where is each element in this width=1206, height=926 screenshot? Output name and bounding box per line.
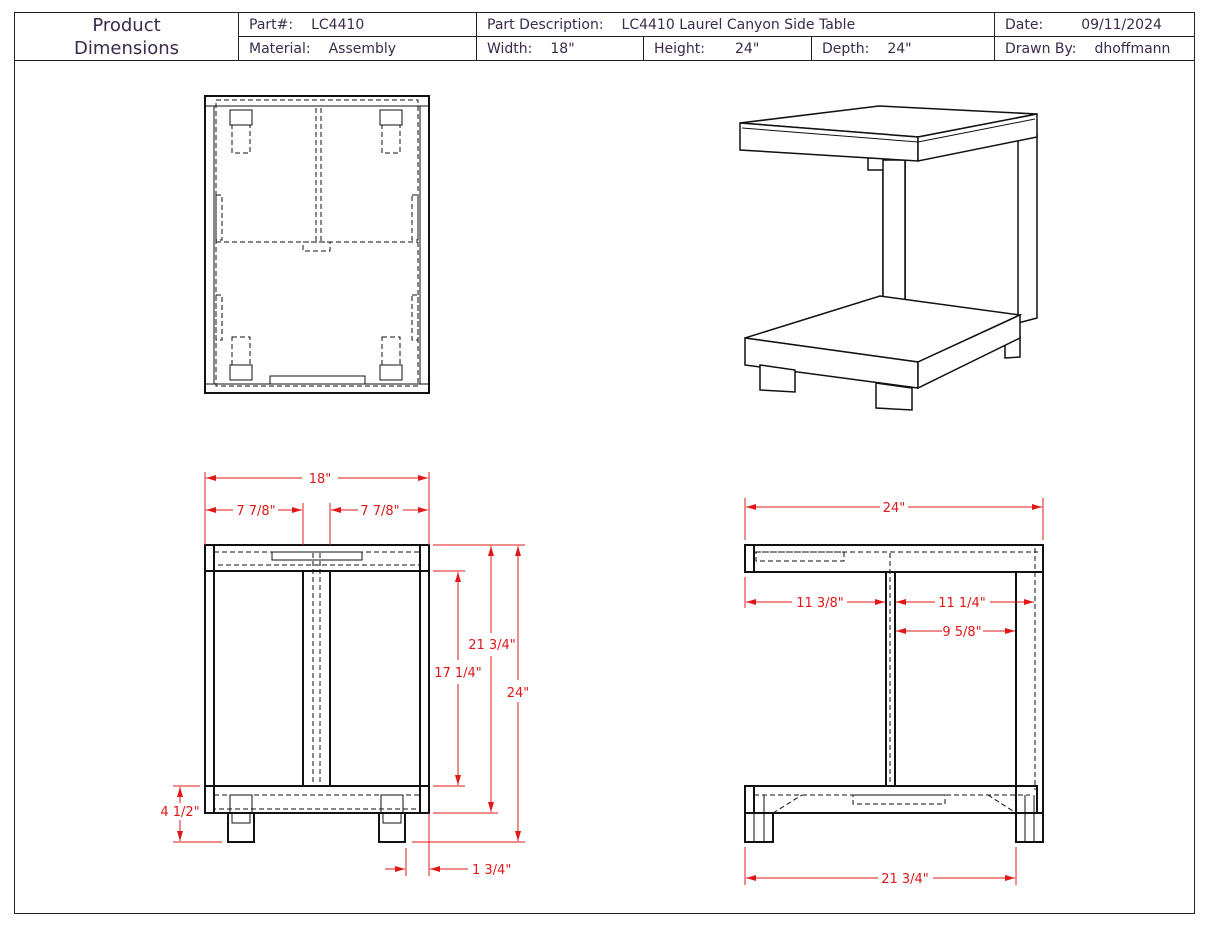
dim-right-opening: 7 7/8" (360, 504, 399, 519)
part-label: Part#: (249, 16, 294, 33)
dim-overall-depth: 24" (883, 501, 906, 516)
dim-base-height: 4 1/2" (160, 805, 199, 820)
dim-post-to-panel: 9 5/8" (942, 625, 981, 640)
dim-left-opening: 7 7/8" (236, 504, 275, 519)
depth-value: 24" (887, 40, 912, 57)
material-cell: Material: Assembly (238, 36, 477, 61)
part-value: LC4410 (311, 16, 365, 33)
side-view (744, 544, 1044, 843)
dim-overall-width: 18" (309, 472, 332, 487)
front-view (204, 544, 430, 843)
width-value: 18" (550, 40, 575, 57)
drawn-by-label: Drawn By: (1005, 40, 1077, 57)
description-label: Part Description: (487, 16, 604, 33)
dim-leg-span: 21 3/4" (881, 872, 929, 887)
date-value: 09/11/2024 (1081, 16, 1162, 33)
front-view-dimensions: 18" 7 7/8" 7 7/8" 17 1/4" 21 3/4" 24" 4 … (160, 472, 529, 878)
material-value: Assembly (328, 40, 397, 57)
depth-cell: Depth: 24" (811, 36, 995, 61)
dim-shelf-height: 21 3/4" (468, 638, 516, 653)
depth-label: Depth: (822, 40, 870, 57)
title-line1: Product (92, 14, 161, 36)
drawn-by-cell: Drawn By: dhoffmann (994, 36, 1195, 61)
dim-leg-inset: 1 3/4" (472, 863, 511, 878)
side-view-dimensions: 24" 11 3/8" 11 1/4" 9 5/8" 21 3/4" (744, 498, 1044, 887)
width-label: Width: (487, 40, 533, 57)
dim-overall-height: 24" (507, 686, 530, 701)
material-label: Material: (249, 40, 311, 57)
dim-front-to-post: 11 3/8" (796, 596, 844, 611)
width-cell: Width: 18" (476, 36, 644, 61)
isometric-view (739, 105, 1038, 411)
description-value: LC4410 Laurel Canyon Side Table (621, 16, 856, 33)
dim-inner-height: 17 1/4" (434, 666, 482, 681)
height-value: 24" (735, 40, 760, 57)
drawn-by-value: dhoffmann (1094, 40, 1171, 57)
dim-post-to-back: 11 1/4" (938, 596, 986, 611)
title-line2: Dimensions (73, 37, 180, 59)
height-cell: Height: 24" (643, 36, 812, 61)
date-label: Date: (1005, 16, 1044, 33)
title-cell: Product Dimensions (14, 12, 239, 61)
top-view (204, 95, 430, 394)
drawing-frame (14, 60, 1195, 914)
height-label: Height: (654, 40, 705, 57)
